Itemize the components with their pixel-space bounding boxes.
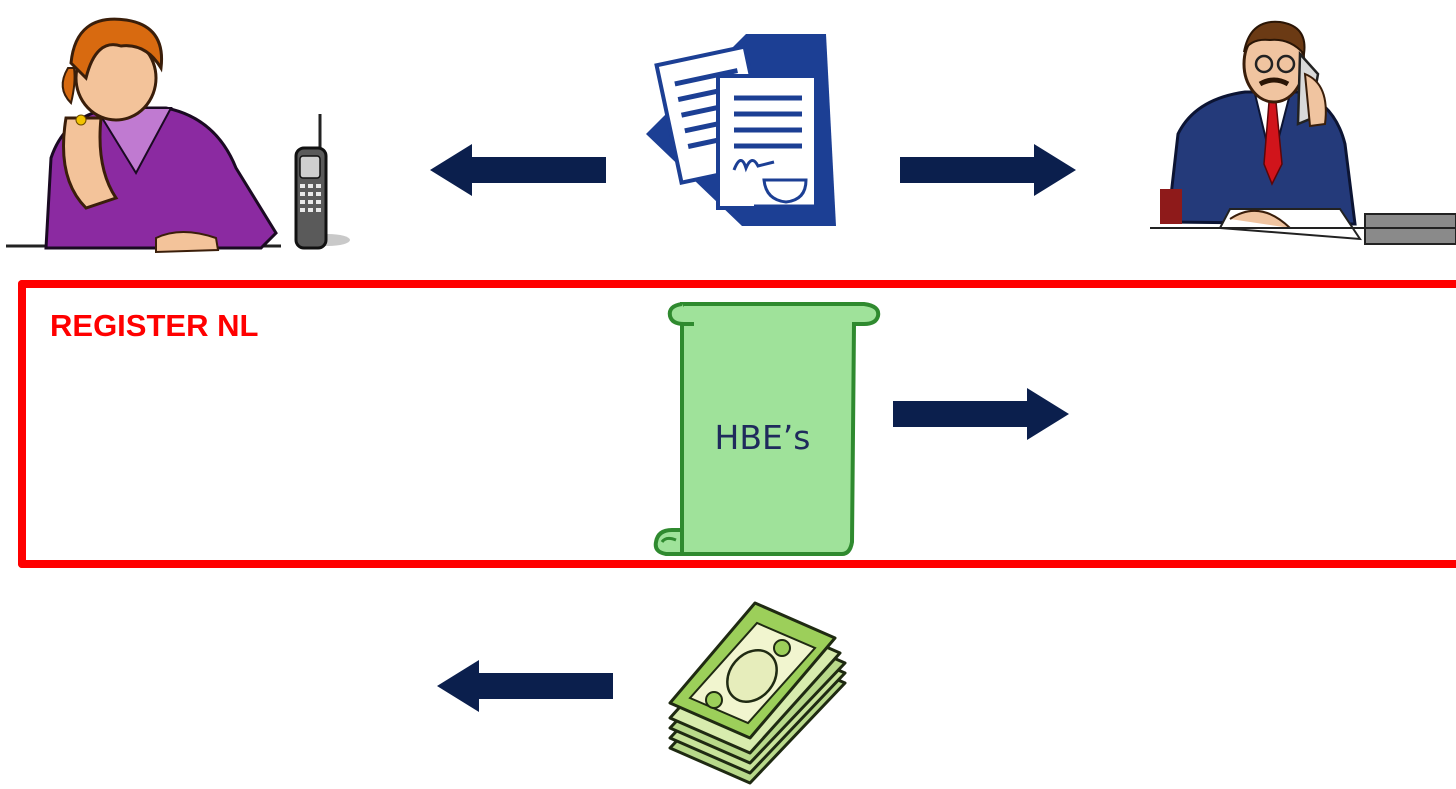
businessman-on-phone-icon xyxy=(1150,20,1456,245)
arrow-left-icon xyxy=(430,144,606,196)
certificate-scroll-icon xyxy=(653,302,881,556)
money-stack-icon xyxy=(668,601,847,785)
woman-at-desk-icon xyxy=(6,17,281,254)
arrow-right-icon xyxy=(900,144,1076,196)
certificate-label: HBE’s xyxy=(714,418,811,457)
contract-documents-icon xyxy=(646,34,836,226)
register-label: REGISTER NL xyxy=(50,308,259,343)
cordless-phone-icon xyxy=(294,114,350,250)
register-box xyxy=(18,280,1456,568)
arrow-left-icon xyxy=(437,660,613,712)
arrow-right-icon xyxy=(893,388,1069,440)
